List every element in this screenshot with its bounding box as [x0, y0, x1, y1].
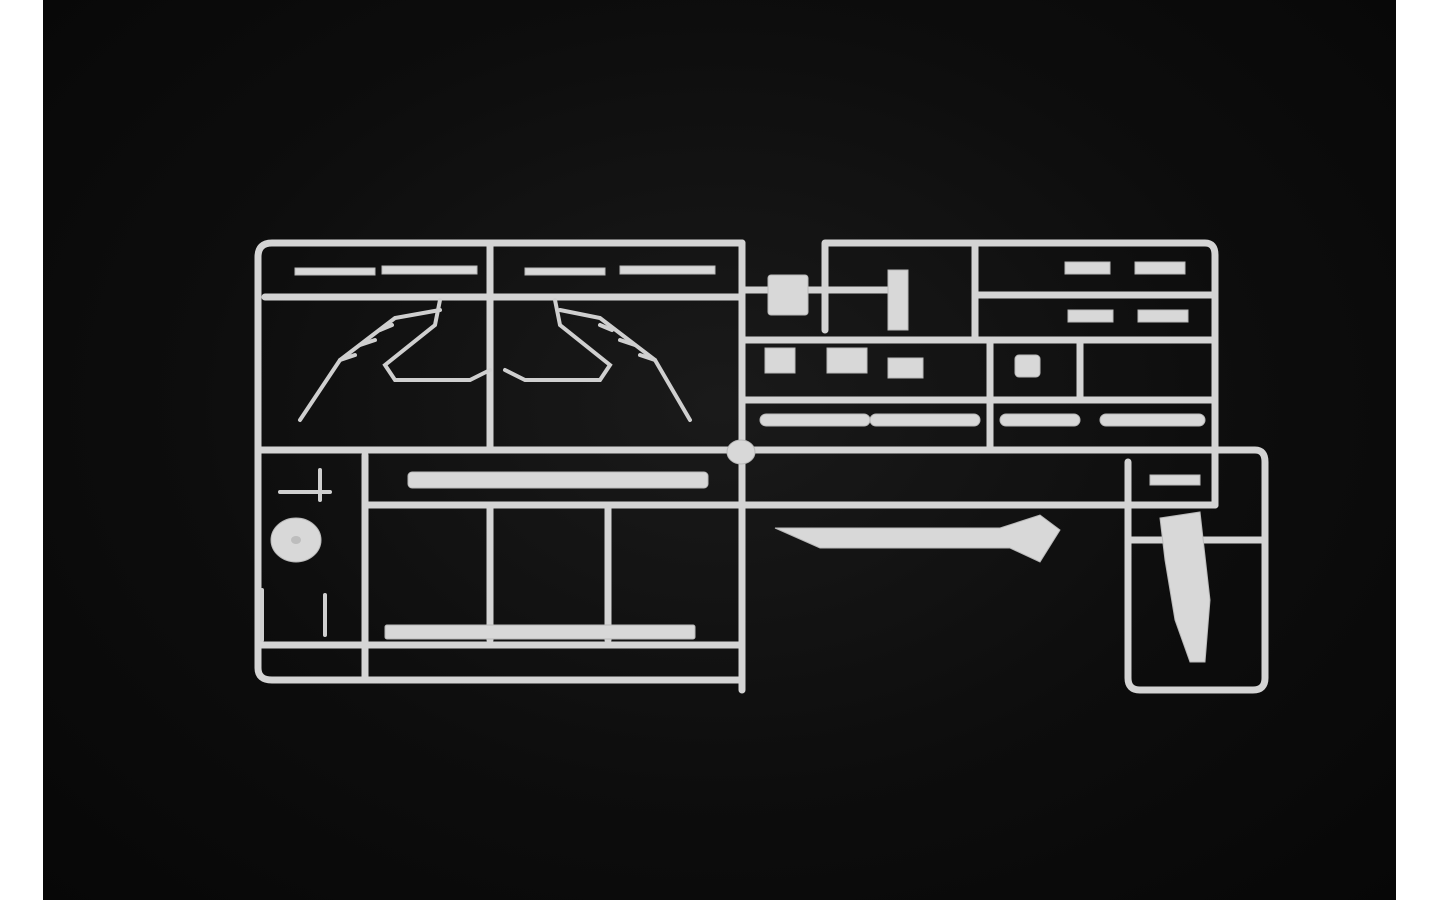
right-sprue-frame — [738, 239, 1269, 694]
right-sprue-parts — [759, 261, 1211, 663]
sprue-hub — [726, 439, 756, 465]
left-sprue-parts — [260, 265, 716, 642]
left-sprue-frame — [254, 239, 746, 694]
